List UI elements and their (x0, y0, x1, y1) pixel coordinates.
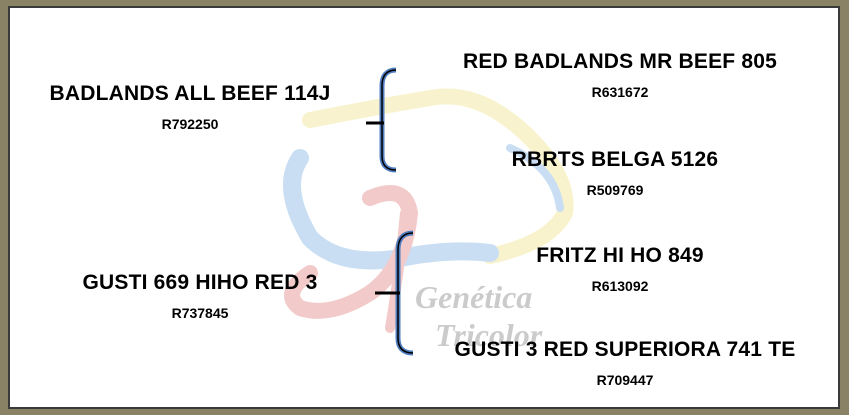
sire-dam-node: RBRTS BELGA 5126 R509769 (480, 148, 750, 198)
dam-dam-reg: R709447 (596, 372, 654, 388)
watermark-text-line2: Tricolor (435, 317, 543, 353)
dam-dam-node: GUSTI 3 RED SUPERIORA 741 TE R709447 (435, 338, 815, 388)
sire-node: BADLANDS ALL BEEF 114J R792250 (30, 82, 350, 132)
sire-sire-reg: R631672 (591, 84, 649, 100)
sire-dam-name: RBRTS BELGA 5126 (511, 148, 719, 171)
sire-bracket (366, 67, 397, 173)
sire-dam-reg: R509769 (586, 182, 644, 198)
dam-name: GUSTI 669 HIHO RED 3 (82, 271, 318, 294)
dam-dam-name: GUSTI 3 RED SUPERIORA 741 TE (454, 338, 796, 361)
pedigree-panel: Genética Tricolor BADLANDS ALL BEEF 114J… (8, 6, 840, 409)
dam-sire-name: FRITZ HI HO 849 (536, 244, 704, 267)
dam-sire-reg: R613092 (591, 278, 649, 294)
sire-sire-node: RED BADLANDS MR BEEF 805 R631672 (440, 50, 800, 100)
watermark-text-line1: Genética (415, 279, 532, 315)
dam-sire-node: FRITZ HI HO 849 R613092 (500, 244, 740, 294)
dam-bracket (375, 230, 414, 356)
dam-reg: R737845 (171, 305, 229, 321)
pedigree-brackets (366, 67, 414, 356)
dam-node: GUSTI 669 HIHO RED 3 R737845 (50, 271, 350, 321)
sire-name: BADLANDS ALL BEEF 114J (49, 82, 331, 105)
sire-reg: R792250 (161, 116, 219, 132)
genetica-tricolor-watermark-logo: Genética Tricolor (283, 88, 574, 353)
sire-sire-name: RED BADLANDS MR BEEF 805 (462, 50, 777, 73)
